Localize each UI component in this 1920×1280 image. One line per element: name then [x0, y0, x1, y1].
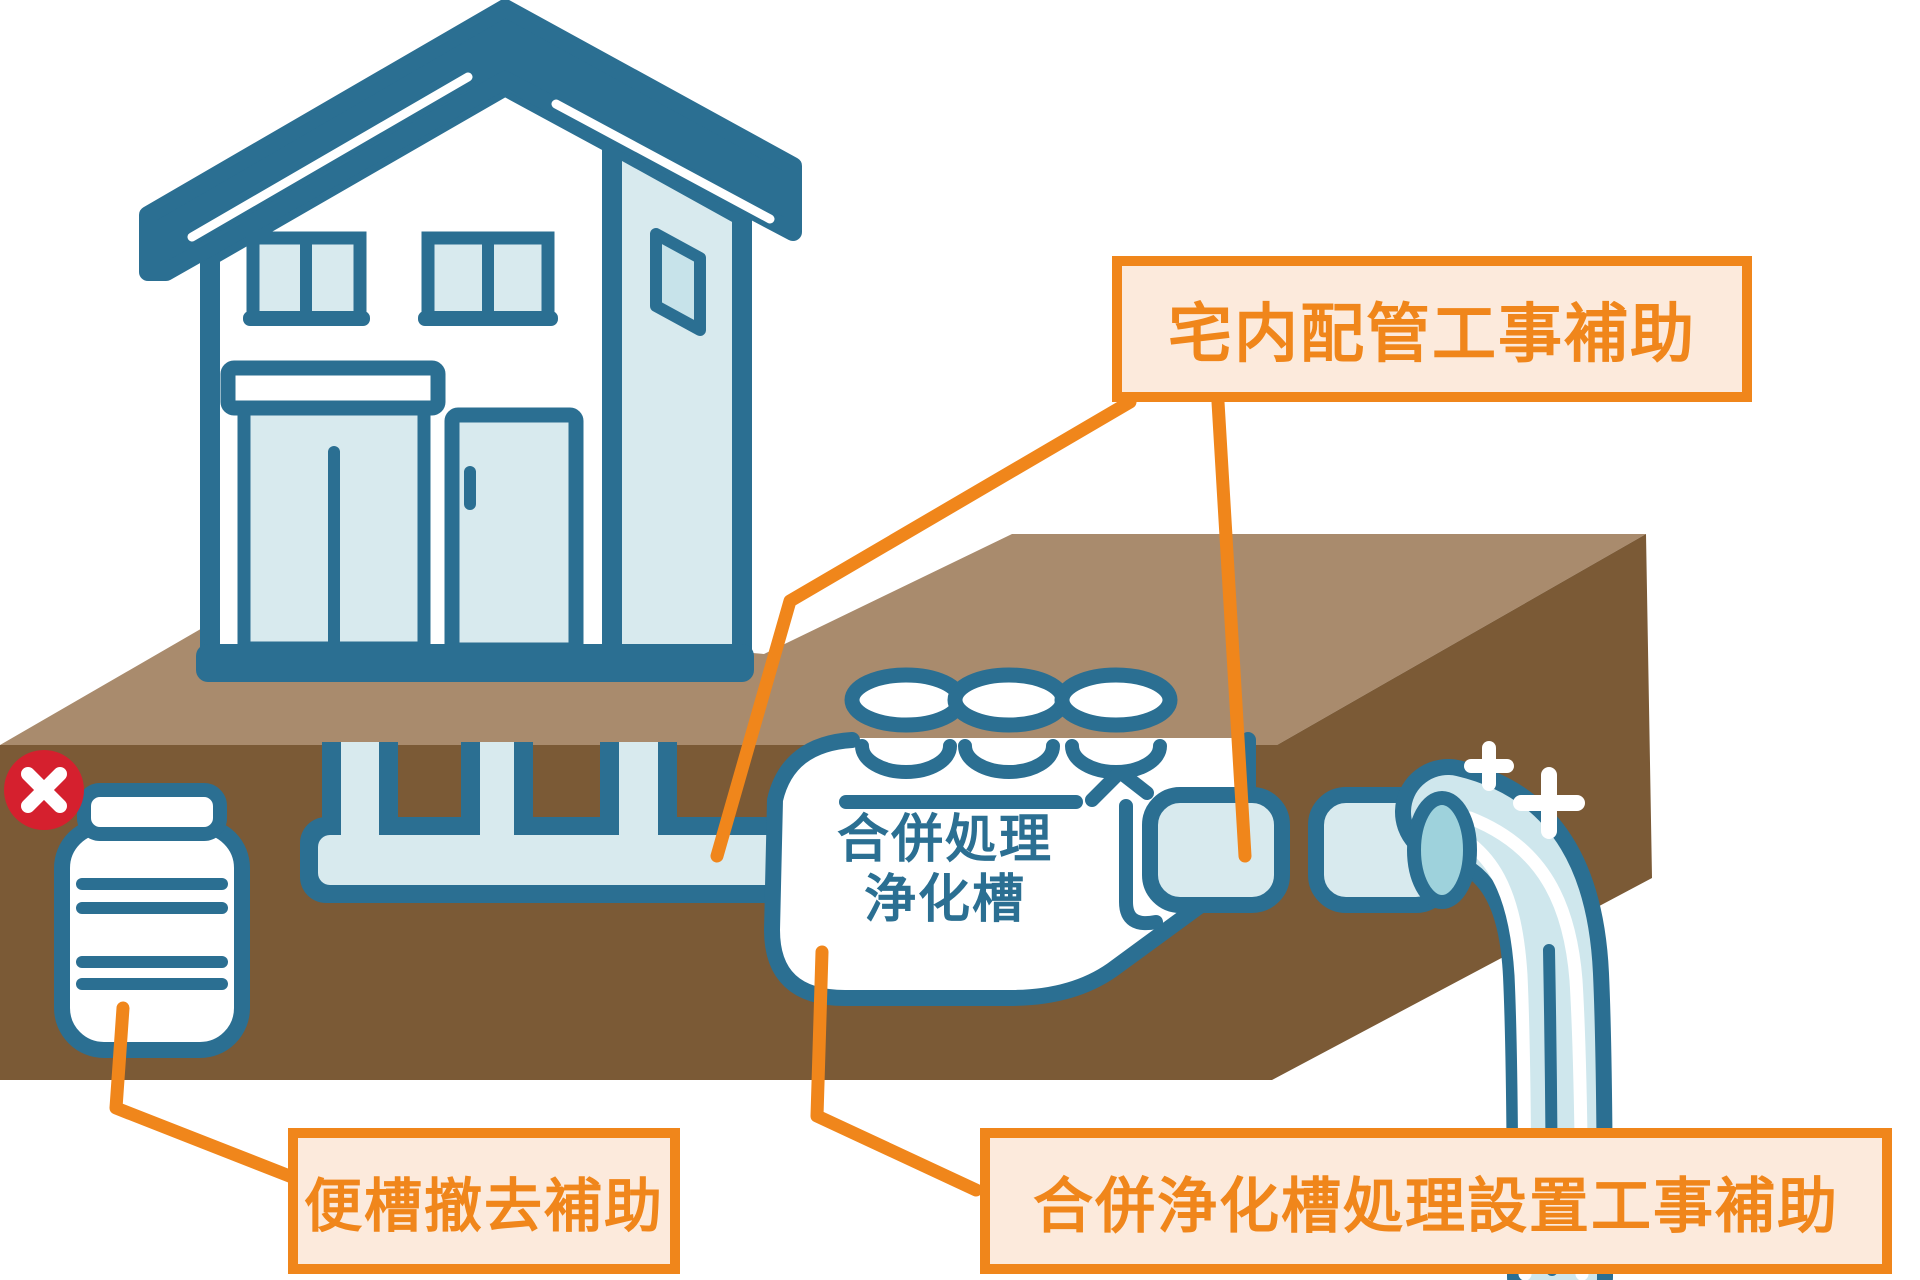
roof-highlight-left — [187, 72, 473, 242]
garage-header — [220, 360, 446, 416]
callout-indoor-piping-label: 宅内配管工事補助 — [1168, 298, 1696, 370]
garage — [220, 360, 446, 655]
leader-pit-removal — [109, 1001, 327, 1195]
manhole-cover-3 — [1054, 667, 1178, 733]
tank-flow-caret — [1085, 765, 1154, 807]
callout-tank-installation: 合併浄化槽処理設置工事補助 — [980, 1128, 1892, 1274]
window-sill — [418, 311, 558, 326]
manhole-neck-arc-1 — [855, 739, 957, 779]
drain-channel-inner — [318, 835, 780, 885]
tank-baffle-mark — [1119, 799, 1163, 930]
leader-tank-installation — [810, 945, 983, 1197]
callout-tank-installation-label: 合併浄化槽処理設置工事補助 — [1033, 1172, 1839, 1240]
house-base — [196, 644, 754, 682]
leader-indoor-piping-b — [1211, 395, 1252, 863]
old-tank-lid — [77, 783, 227, 841]
house — [139, 0, 802, 682]
old-pit-tank — [4, 750, 250, 1058]
manhole-cover-1 — [844, 667, 968, 733]
house-side-wall — [602, 134, 752, 668]
callout-pit-removal-label: 便槽撤去補助 — [303, 1174, 664, 1239]
window-left — [243, 231, 370, 326]
septic-tank-label-line1: 合併処理 — [836, 811, 1053, 869]
remove-x-icon — [4, 750, 84, 830]
old-tank-ribs — [76, 878, 228, 990]
leader-indoor-piping-a — [710, 395, 1137, 863]
plus-sparkle-icon — [1464, 741, 1514, 791]
septic-tank-label-line2: 浄化槽 — [863, 871, 1026, 930]
leader-lines — [109, 395, 1252, 1197]
plus-sparkle-icon — [1513, 767, 1585, 839]
window-sill — [243, 311, 370, 326]
manhole-covers — [844, 667, 1178, 733]
roof-highlight-right — [551, 99, 775, 224]
callout-indoor-piping: 宅内配管工事補助 — [1112, 256, 1752, 402]
house-side-window — [650, 228, 706, 336]
pipe-opening — [1407, 791, 1477, 909]
manhole-cover-2 — [947, 667, 1071, 733]
manhole-neck-arc-2 — [958, 739, 1060, 779]
house-drain-pipes — [300, 742, 790, 903]
entry-door — [444, 407, 584, 658]
outlet-pipe-1 — [1142, 787, 1290, 913]
callout-pit-removal: 便槽撤去補助 — [288, 1128, 680, 1274]
window-right — [418, 231, 558, 326]
septic-tank-label: 合併処理 浄化槽 — [775, 810, 1115, 931]
sparkle-icons — [1464, 741, 1585, 839]
old-tank-body — [54, 818, 250, 1058]
